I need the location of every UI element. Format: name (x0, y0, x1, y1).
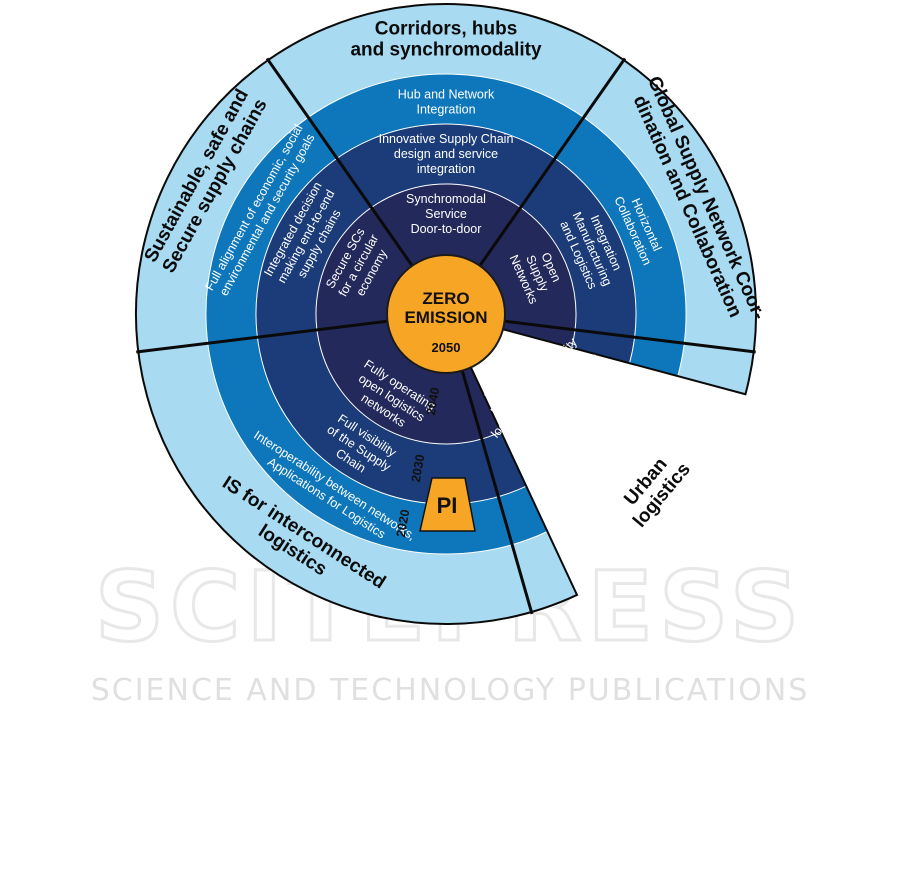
pi-badge: PI (419, 477, 476, 532)
pi-trapezoid (419, 477, 476, 532)
corridors-l1-line-3: Door-to-door (411, 222, 482, 236)
corridors-l3-line-2: Integration (416, 103, 475, 117)
center-title-line1: ZERO (422, 289, 469, 308)
watermark-tagline: SCIENCE AND TECHNOLOGY PUBLICATIONS (91, 673, 810, 708)
year-label-2020: 2020 (394, 508, 413, 538)
corridors-l1-line-1: Synchromodal (406, 192, 486, 206)
corridors-l2-line-2: design and service (394, 147, 498, 161)
corridors-l3-line-1: Hub and Network (398, 88, 495, 102)
corridors-title-line-2: and synchromodality (350, 40, 542, 61)
year-label-2030: 2030 (409, 453, 428, 483)
timeline: 2040 2030 2020 (394, 386, 443, 538)
corridors-l2-line-1: Innovative Supply Chain (379, 132, 514, 146)
center-year: 2050 (432, 340, 461, 355)
corridors-title-line-1: Corridors, hubs (375, 19, 518, 40)
center-title-line2: EMISSION (404, 308, 487, 327)
zero-emission-circle (386, 254, 506, 374)
pi-label: PI (437, 493, 458, 518)
corridors-l2-line-3: integration (417, 162, 475, 176)
center-hub: ZERO EMISSION 2050 (386, 254, 506, 374)
diagram-outline (135, 3, 757, 625)
year-label-2040: 2040 (424, 386, 443, 416)
corridors-l1-line-2: Service (425, 207, 467, 221)
